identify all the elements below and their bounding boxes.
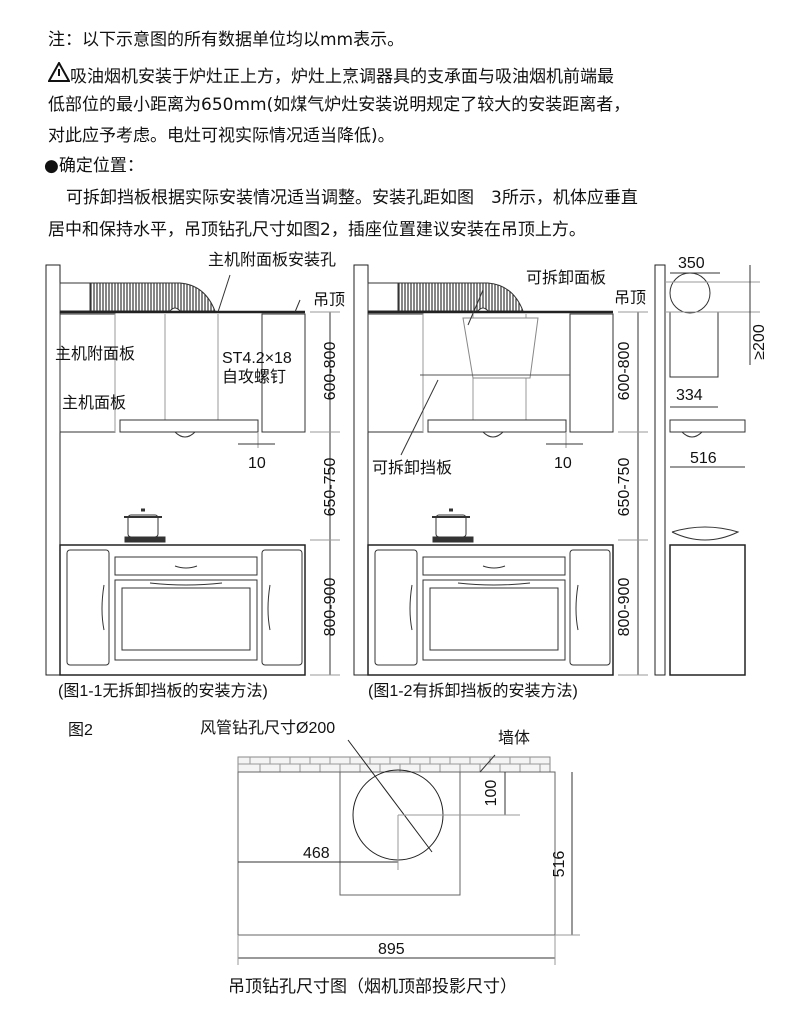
- fig1-1-hole-label: 主机附面板安装孔: [208, 252, 337, 269]
- note-line5: 可拆卸挡板根据实际安装情况适当调整。安装孔距如图 3所示，机体应垂直: [66, 188, 638, 208]
- fig1-1-aux-panel-label: 主机附面板: [55, 346, 136, 363]
- figure-2-drawing: [237, 739, 580, 965]
- fig1-2-ceiling-label: 吊顶: [614, 290, 647, 307]
- warning-text: 吸油烟机安装于炉灶正上方，炉灶上烹调器具的支承面与吸油烟机前端最: [70, 67, 614, 87]
- fig1-1-gap: 10: [248, 455, 266, 472]
- fig2-caption: 吊顶钻孔尺寸图（烟机顶部投影尺寸）: [228, 977, 517, 996]
- fig2-dim-468: 468: [303, 845, 330, 862]
- fig1-1-dim-lower: 800-900: [322, 577, 339, 637]
- side-height-min: ≥200: [751, 324, 768, 360]
- fig1-2-caption: (图1-2有拆卸挡板的安装方法): [368, 683, 578, 700]
- note-units: 注：以下示意图的所有数据单位均以mm表示。: [48, 30, 405, 50]
- fig1-1-ceiling-label: 吊顶: [313, 292, 346, 309]
- side-depth: 516: [690, 450, 717, 467]
- side-width-top: 350: [678, 255, 705, 272]
- fig1-2-dim-upper: 600-800: [616, 341, 633, 401]
- fig2-dim-516: 516: [551, 850, 568, 878]
- fig1-1-caption: (图1-1无拆卸挡板的安装方法): [58, 683, 268, 700]
- side-width-body: 334: [676, 387, 703, 404]
- fig2-dim-895: 895: [378, 941, 405, 958]
- fig1-1-dim-mid: 650-750: [322, 457, 339, 517]
- fig2-dim-100: 100: [483, 779, 500, 807]
- figure-1-2-drawing: [352, 263, 650, 677]
- section-heading: ●确定位置：: [44, 156, 144, 176]
- fig1-2-gap: 10: [554, 455, 572, 472]
- fig2-wall-label: 墙体: [498, 730, 531, 747]
- fig1-2-baffle-label: 可拆卸挡板: [372, 460, 453, 477]
- fig1-1-screw-name: 自攻螺钉: [222, 369, 287, 386]
- note-line3: 低部位的最小距离为650mm(如煤气炉灶安装说明规定了较大的安装距离者，: [48, 95, 631, 115]
- fig1-2-dim-lower: 800-900: [616, 577, 633, 637]
- fig1-2-removable-panel-label: 可拆卸面板: [526, 270, 607, 287]
- figure-1-side-drawing: [654, 264, 760, 676]
- note-warning: 吸油烟机安装于炉灶正上方，炉灶上烹调器具的支承面与吸油烟机前端最: [47, 60, 614, 87]
- fig2-duct-hole-label: 风管钻孔尺寸Ø200: [200, 720, 336, 737]
- note-line4: 对此应予考虑。电灶可视实际情况适当降低)。: [48, 126, 395, 146]
- fig1-1-dim-upper: 600-800: [322, 341, 339, 401]
- fig2-label: 图2: [68, 722, 93, 739]
- fig1-1-main-panel-label: 主机面板: [62, 395, 127, 412]
- note-line6: 居中和保持水平，吊顶钻孔尺寸如图2，插座位置建议安装在吊顶上方。: [48, 220, 586, 240]
- figure-1-1-drawing: [44, 263, 342, 677]
- fig1-1-screw-spec: ST4.2×18: [222, 350, 292, 367]
- warning-icon: [47, 60, 71, 87]
- fig1-2-dim-mid: 650-750: [616, 457, 633, 517]
